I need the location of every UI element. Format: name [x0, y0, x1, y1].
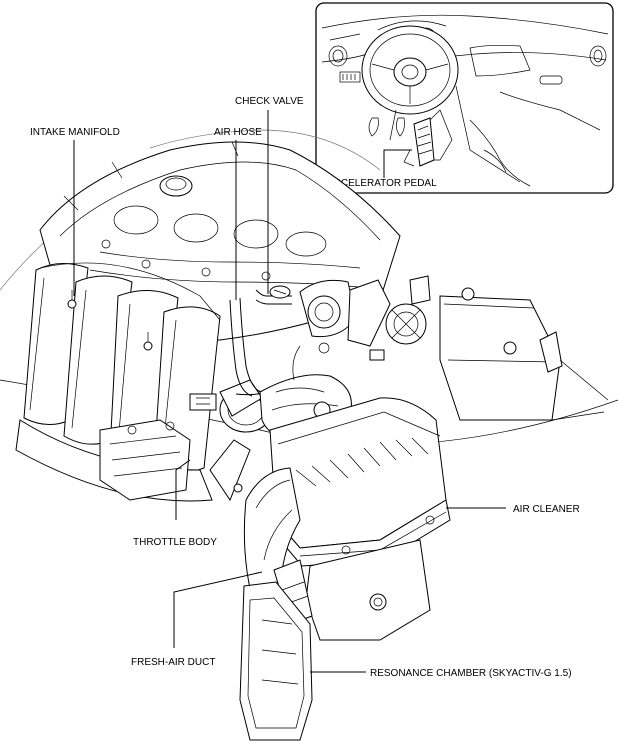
accelerator-pedal-leader: [383, 149, 412, 178]
fresh-air-duct-label: FRESH-AIR DUCT: [131, 657, 215, 668]
inset-frame: [315, 2, 614, 194]
brake-unit: [292, 275, 431, 381]
engine-compartment: [0, 129, 618, 741]
throttle-body-leader: [175, 459, 191, 520]
cabin-inset: ACCELERATOR PEDAL: [315, 2, 614, 194]
right-vent: [589, 45, 607, 67]
accelerator-pedal-label: ACCELERATOR PEDAL: [327, 178, 437, 189]
left-vent: [328, 45, 348, 67]
throttle-body-label: THROTTLE BODY: [133, 537, 217, 548]
air-hose-label: AIR HOSE: [214, 127, 262, 138]
resonance-chamber: [239, 581, 313, 741]
check-valve-label: CHECK VALVE: [235, 96, 304, 107]
fresh-air-duct-leader: [173, 571, 263, 648]
leader-lines: [73, 110, 506, 673]
manifold-bracket: [99, 419, 251, 502]
resonance-chamber-label: RESONANCE CHAMBER (SKYACTIV-G 1.5): [370, 668, 572, 679]
air-cleaner: [269, 397, 451, 641]
check-valve: [255, 285, 292, 305]
air-cleaner-label: AIR CLEANER: [513, 504, 580, 515]
accelerator-pedal: [403, 109, 453, 167]
steering-wheel: [361, 25, 459, 115]
callout-labels: CHECK VALVE INTAKE MANIFOLD AIR HOSE AIR…: [30, 96, 580, 679]
throttle-body: [189, 379, 273, 433]
battery: [439, 287, 609, 421]
intake-manifold-label: INTAKE MANIFOLD: [30, 127, 120, 138]
dashboard-outline: [321, 14, 609, 35]
